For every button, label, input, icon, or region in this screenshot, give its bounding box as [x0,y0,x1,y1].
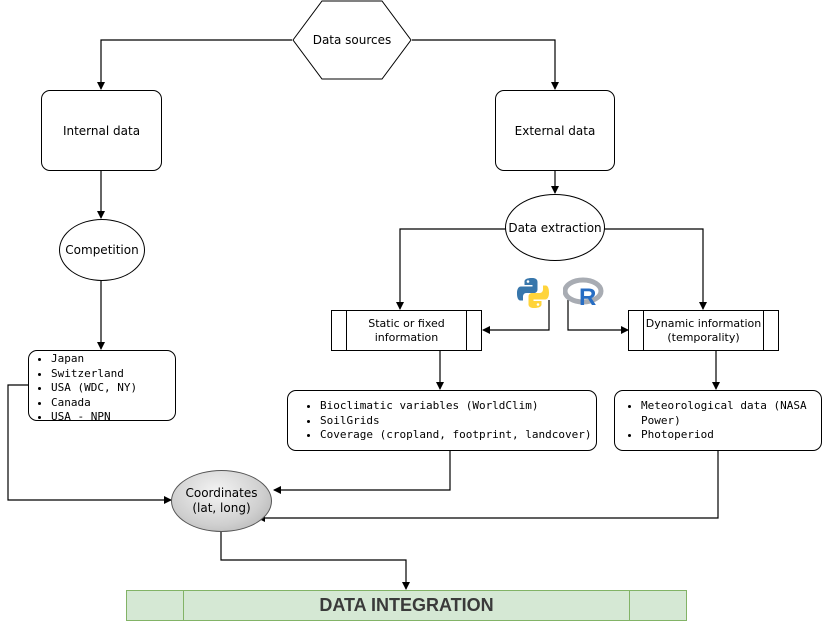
dynamic-info-label: Dynamic information (temporality) [645,316,762,344]
list-item: Bioclimatic variables (WorldClim) [320,399,592,414]
internal-data-node: Internal data [41,90,162,171]
list-item: USA (WDC, NY) [51,381,137,396]
data-extraction-label: Data extraction [508,220,602,235]
edge-sources-external [412,39,559,90]
list-item: Coverage (cropland, footprint, landcover… [320,428,592,443]
static-list: Bioclimatic variables (WorldClim) SoilGr… [298,399,592,443]
process-right-bar [466,311,467,350]
list-item: USA - NPN [51,410,137,425]
competition-node: Competition [59,219,145,281]
list-item: Canada [51,396,137,411]
edge-extraction-static [396,228,506,310]
r-logo-icon: R [562,277,605,311]
hexagon-shape [292,0,412,80]
r-logo-letter: R [579,284,596,309]
list-item: Switzerland [51,367,137,382]
edge-extraction-dynamic [604,228,707,310]
edge-sources-internal [97,39,292,90]
competition-list: Japan Switzerland USA (WDC, NY) Canada U… [29,352,137,425]
edge-dynamic-coords [257,451,719,522]
dynamic-info-node: Dynamic information (temporality) [628,310,779,351]
edge-logos-dynamic [567,300,629,334]
integration-right-bar [629,591,630,620]
integration-left-bar [183,591,184,620]
data-sources-label: Data sources [312,33,392,47]
competition-label: Competition [65,243,139,257]
static-info-node: Static or fixed information [331,310,482,351]
data-integration-label: DATA INTEGRATION [319,595,494,615]
edge-coords-integration [220,530,410,590]
competition-list-box: Japan Switzerland USA (WDC, NY) Canada U… [28,350,176,423]
list-item: SoilGrids [320,414,592,429]
edge-logos-static [482,300,550,334]
coordinates-node: Coordinates (lat, long) [171,470,272,532]
process-right-bar [763,311,764,350]
static-list-box: Bioclimatic variables (WorldClim) SoilGr… [287,390,597,451]
python-logo-icon [516,277,550,309]
dynamic-list: Meteorological data (NASA Power) Photope… [619,399,821,443]
process-left-bar [643,311,644,350]
static-info-label: Static or fixed information [368,316,445,344]
external-data-label: External data [514,123,596,138]
edge-competition-coords [7,384,172,504]
internal-data-label: Internal data [62,123,141,138]
data-sources-node: Data sources [292,0,412,80]
edge-static-coords [273,451,451,494]
external-data-node: External data [495,90,615,171]
coordinates-label: Coordinates (lat, long) [185,486,258,515]
data-extraction-node: Data extraction [505,194,605,261]
data-integration-node: DATA INTEGRATION [126,590,687,621]
dynamic-list-box: Meteorological data (NASA Power) Photope… [614,390,822,451]
list-item: Photoperiod [641,428,821,443]
list-item: Meteorological data (NASA Power) [641,399,821,428]
process-left-bar [346,311,347,350]
list-item: Japan [51,352,137,367]
